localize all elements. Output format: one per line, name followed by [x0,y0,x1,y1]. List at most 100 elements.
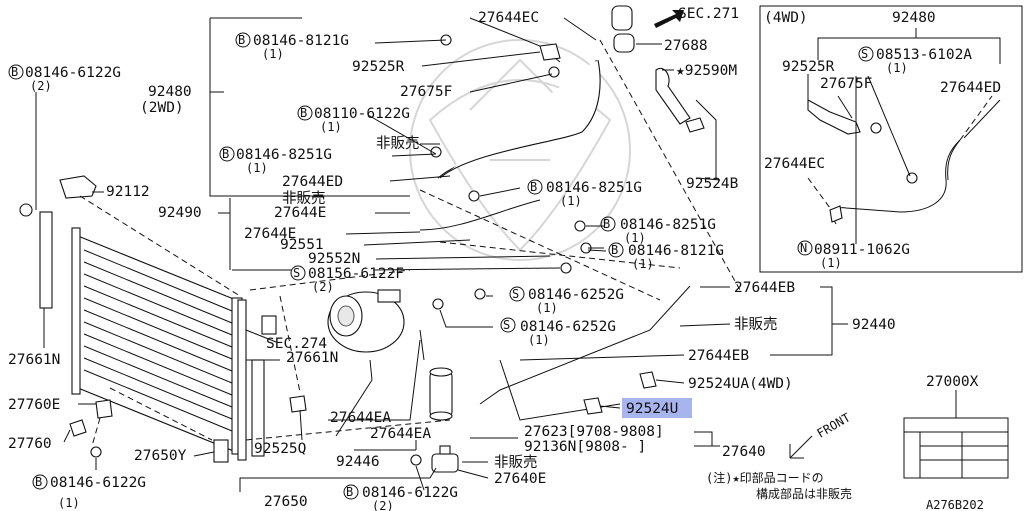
bolt-27675f [548,66,560,78]
hose-92590m [655,68,691,125]
label-plate-27000x: 27000X [903,374,1009,479]
label-27644ea-a: 27644EA [330,410,391,426]
inset-label-08911-1062g: 08911-1062G [814,242,910,258]
label-92446: 92446 [336,454,380,470]
bracket-27760e [95,399,113,419]
svg-text:(1): (1) [632,257,654,271]
label-92490: 92490 [158,205,202,221]
svg-text:B: B [530,180,537,194]
inset-title: (4WD) [764,10,808,26]
label-92440: 92440 [852,317,896,333]
svg-text:27000X: 27000X [926,374,979,390]
compressor [327,289,405,353]
label-08146-8121g-b: 08146-8121G [628,243,724,259]
label-27688: 27688 [664,38,708,54]
bolt-08146-8251g-c [574,220,586,232]
clip-92525q [289,395,307,413]
svg-text:(2): (2) [30,79,52,93]
label-92524ua: 92524UA(4WD) [688,376,793,392]
inset-label-08513-6102a: 08513-6102A [876,47,972,63]
svg-text:(1): (1) [560,194,582,208]
label-92524u: 92524U [626,401,678,417]
svg-text:B: B [11,65,18,79]
grommet-27688-a [611,5,633,31]
label-27760: 27760 [8,436,52,452]
label-92590m: ★92590M [676,63,737,79]
label-hanbai-3: 非販売 [734,316,778,333]
bolt-08146-6252g-b [432,298,444,310]
label-27644eb-a: 27644EB [734,280,795,296]
label-08146-6252g-b: 08146-6252G [520,319,616,335]
svg-text:S: S [293,266,300,280]
note-line-1: (注)★印部品コードの [706,470,824,485]
label-hanbai-4: 非販売 [494,454,538,471]
condenser-core [71,227,247,461]
inset-label-27644ed: 27644ED [940,80,1001,96]
front-label: FRONT [815,410,853,440]
inset-label-27675f: 27675F [820,76,872,92]
clip-27760 [69,419,87,437]
svg-text:B: B [222,147,229,161]
svg-text:B: B [238,33,245,47]
label-92525q: 92525Q [254,441,306,457]
condenser-mount-27650y [213,439,229,463]
label-27640: 27640 [722,444,766,460]
label-27644e-b: 27644E [244,226,296,242]
dashed-leaders [79,39,741,447]
label-08156-6122f: 08156-6122F [308,266,404,282]
label-27644eb-b: 27644EB [688,348,749,364]
svg-text:(1): (1) [246,161,268,175]
svg-text:B: B [611,243,618,257]
svg-text:S: S [512,287,519,301]
label-27650: 27650 [264,494,308,510]
label-27640e: 27640E [494,471,546,487]
label-08146-6122g-tl: 08146-6122G [25,65,121,81]
bolt-08156-6122f [560,262,572,274]
circle-prefix-markers: B B B B B B B S S S B B S N [8,32,874,500]
arrow-sec271-icon [654,10,684,28]
svg-text:N: N [800,241,807,255]
label-27623: 27623[9708-9808] [524,424,664,440]
grommet-27688-b [613,33,635,53]
label-08146-8251g-b: 08146-8251G [546,180,642,196]
label-27644ec: 27644EC [478,10,539,26]
label-2wd: (2WD) [140,100,184,116]
svg-text:B: B [346,485,353,499]
clip-92524ua [639,371,657,389]
svg-text:(1): (1) [320,120,342,134]
bolt-tl [19,203,33,217]
label-08110-6122g: 08110-6122G [314,106,410,122]
bolt-bl [90,446,102,458]
label-27644ea-b: 27644EA [370,426,431,442]
svg-text:B: B [35,475,42,489]
svg-text:(1): (1) [536,301,558,315]
label-sec274: SEC.274 [266,336,327,352]
diagram-code: A276B202 [926,498,984,511]
svg-text:S: S [503,318,510,332]
inset-label-92525r: 92525R [782,59,835,75]
pressure-switch-27640e [431,445,459,473]
clip-92525r [539,43,561,61]
label-sec271: SEC.271 [678,6,739,22]
label-27760e: 27760E [8,397,60,413]
svg-text:(1): (1) [886,61,908,75]
svg-text:(1): (1) [528,333,550,347]
label-27644ed: 27644ED [282,174,343,190]
part-labels: SEC.271 27644EC 08146-8121G (1) 92525R 2… [8,6,896,511]
label-92480: 92480 [148,84,192,100]
label-92552n: 92552N [308,251,360,267]
label-08146-6122g-bl: 08146-6122G [50,475,146,491]
label-08146-8251g-c: 08146-8251G [620,217,716,233]
bolt-08146-6122g [410,454,422,466]
svg-text:(1): (1) [624,231,646,245]
label-92524b: 92524B [686,176,739,192]
svg-text:B: B [603,217,610,231]
receiver-drier [429,367,453,421]
svg-text:(1): (1) [58,496,80,510]
bolt-08146-8251g-b [468,190,480,202]
inset-label-27644ec: 27644EC [764,156,825,172]
side-seal-left [39,211,53,309]
condenser-bracket [59,175,97,199]
pipe-92440 [479,285,691,405]
